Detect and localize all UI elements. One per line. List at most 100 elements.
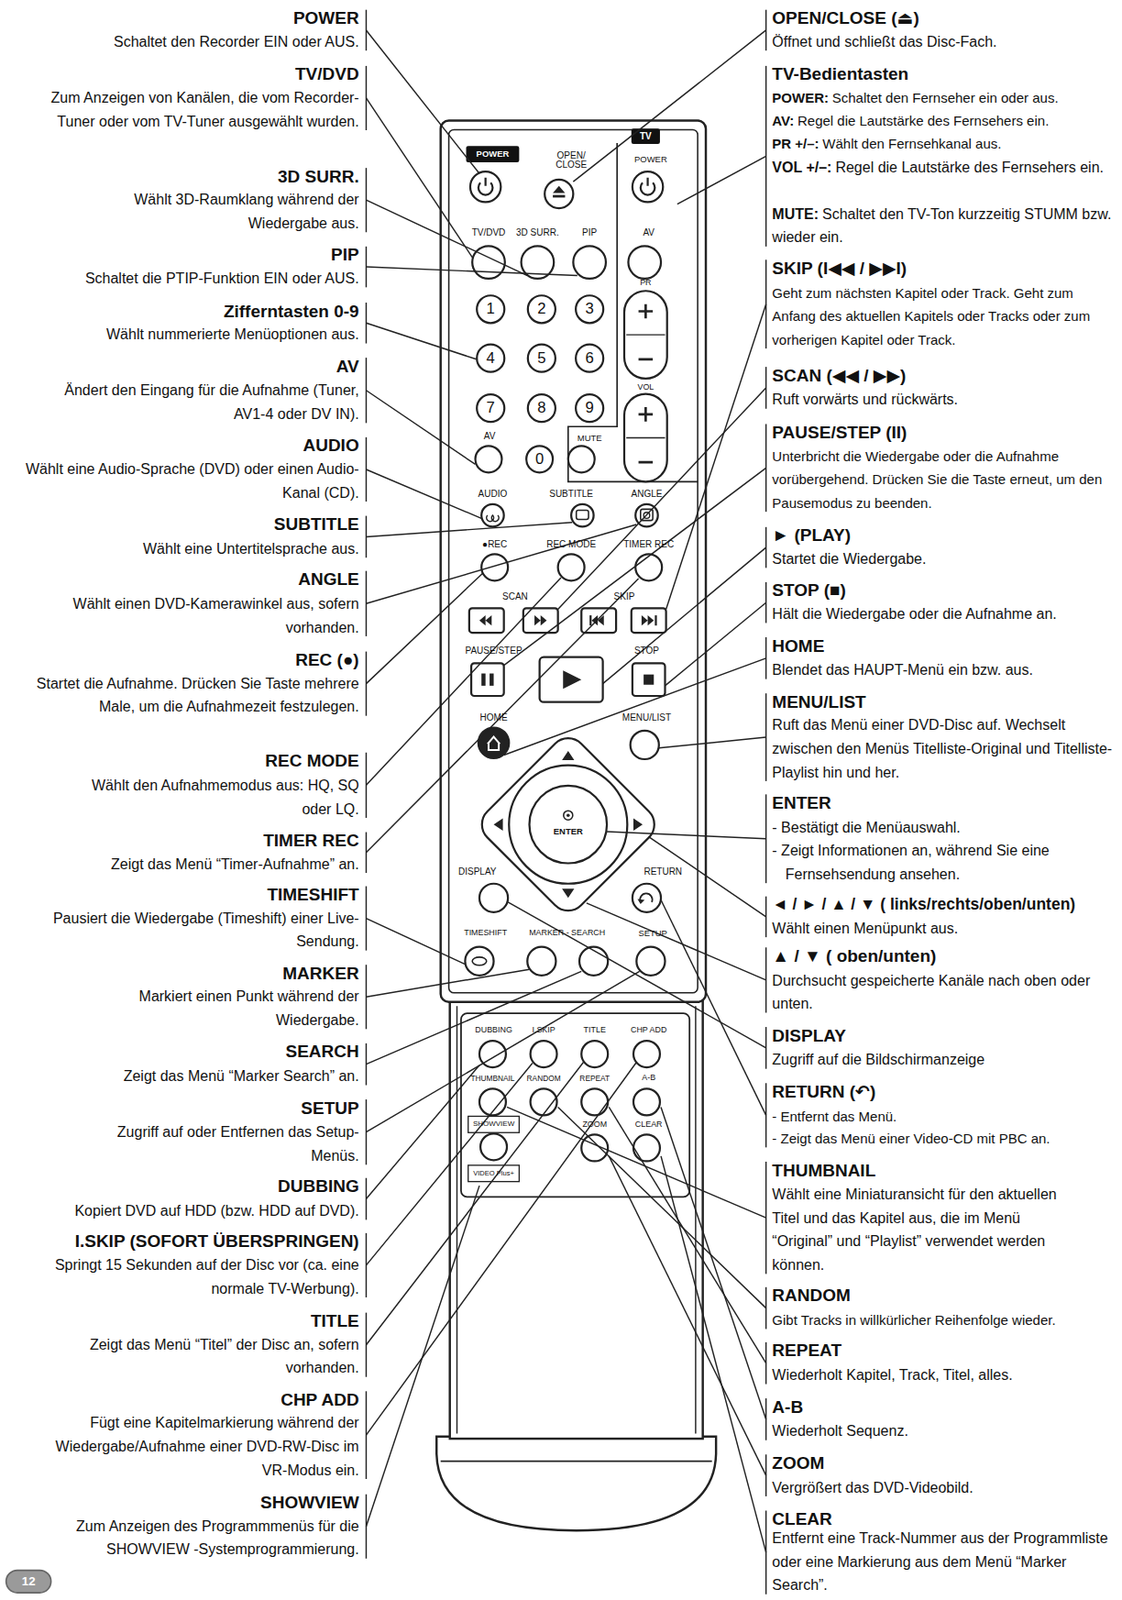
button-label: THUMBNAIL [470,1074,515,1083]
button-label: 2 [537,300,546,318]
leader-line [608,1106,766,1363]
button-label: A-B [641,1073,656,1082]
function-name: I.SKIP (SOFORT ÜBERSPRINGEN) [75,1229,360,1254]
function-description: Wählt den Aufnahmemodus aus: HQ, SQ oder… [68,773,360,821]
button-label: RANDOM [527,1074,561,1083]
rect-buttons [581,607,616,633]
leader-line [649,836,767,917]
button-label: PR [639,279,651,288]
tv-key-description: Schaltet den TV-Ton kurzzeitig STUMM bzw… [771,206,1111,246]
button-label: CLEAR [635,1121,663,1130]
function-description: Vergrößert das DVD-Videobild. [771,1475,1117,1500]
button-label: VIDEO Plus+ [473,1169,515,1177]
function-name: DUBBING [277,1174,360,1199]
button-icons [637,898,645,904]
function-name: POWER [293,6,360,31]
function-name: STOP (■) [771,578,1117,603]
function-description: Zum Anzeigen von Kanälen, die vom Record… [43,86,360,133]
function-name: SKIP (I◀◀ / ▶▶I) [771,256,1117,281]
remote-body [457,1005,696,1433]
leader-line [365,970,582,1064]
leader-line [572,30,766,182]
button-label: MUTE [577,434,603,444]
button-label: 1 [486,300,495,318]
button-label: REC MODE [546,539,596,550]
button-label: MARKER - SEARCH [528,928,605,937]
tv-key-line: AV:Regel die Lautstärke des Fernsehers e… [771,109,1117,133]
function-description: Ruft das Menü einer DVD-Disc auf. Wechse… [771,713,1117,784]
leader-line [606,831,767,839]
function-name: PIP [330,242,360,267]
function-description: Gibt Tracks in willkürlicher Reihenfolge… [771,1308,1117,1332]
round-buttons [544,179,573,209]
leader-line [666,304,767,610]
round-buttons [581,1040,608,1067]
function-name: A-B [771,1395,1117,1419]
button-label: 7 [486,399,495,417]
leader-line [608,1155,766,1475]
function-description: Wählt eine Audio-Sprache (DVD) oder eine… [24,457,360,505]
round-buttons [479,883,508,913]
function-description: Zeigt das Menü “Timer-Aufnahme” an. [22,852,360,877]
round-buttons [528,394,556,422]
leader-line [365,968,529,997]
button-label: SETUP [638,928,667,938]
button-icons [589,615,592,626]
navigation-pad [529,785,608,864]
round-buttons [481,553,508,581]
tv-key-name: VOL +/–: [771,159,832,176]
function-description: Blendet das HAUPT-Menü ein bzw. aus. [771,658,1117,682]
button-label: SCAN [502,592,528,603]
function-description: - Zeigt Informationen an, während Sie ei… [771,838,1117,886]
button-icons [479,615,492,626]
function-name: TIMER REC [263,828,360,853]
button-icons [534,615,547,626]
function-name: TIMESHIFT [266,882,359,907]
tv-key-description: Wählt den Fernsehkanal aus. [822,135,1001,152]
rect-buttons [539,657,604,703]
leader-line [504,658,767,756]
function-name: TV/DVD [295,62,360,87]
tv-key-name: POWER: [771,89,829,106]
function-name: HOME [771,634,1117,659]
function-description: Wählt nummerierte Menüoptionen aus. [16,322,360,347]
function-description: Geht zum nächsten Kapitel oder Track. Ge… [771,281,1117,352]
function-name: OPEN/CLOSE (⏏) [771,6,1117,31]
leader-line [659,737,767,748]
home-icon [487,737,500,750]
tv-key-description: Schaltet den Fernseher ein oder aus. [832,89,1059,106]
round-buttons [630,730,660,759]
button-label: RETURN [643,867,682,878]
round-buttons [558,553,585,581]
leader-line [558,387,767,609]
leader-line [365,1061,583,1344]
button-label: CHP ADD [630,1025,667,1034]
round-buttons [527,946,556,976]
button-label: POWER [476,149,510,159]
round-buttons [528,295,556,323]
function-description: Zugriff auf die Bildschirmanzeige [771,1047,1117,1072]
leader-line [365,469,482,518]
function-name: AV [336,354,360,379]
function-description: Hält die Wiedergabe oder die Aufnahme an… [771,602,1117,627]
function-description: Ruft vorwärts und rückwärts. [771,387,1117,412]
function-name: ENTER [771,791,1117,815]
round-buttons [635,553,662,581]
button-icons [576,509,589,519]
button-label: 8 [537,399,546,417]
button-label: ●REC [482,539,507,550]
function-name: MENU/LIST [771,690,1117,715]
function-description: Wählt eine Untertitelsprache aus. [63,537,360,561]
function-name: CLEAR [771,1507,1117,1531]
button-label: ANGLE [631,488,663,499]
button-label: 3D SURR. [516,227,560,238]
tv-key-name: MUTE: [771,206,819,222]
button-icons [643,674,654,685]
tv-group-outline [568,143,698,482]
label-tabs [466,145,520,163]
label-tabs [468,1115,520,1133]
round-buttons [476,344,505,373]
button-label: 3 [585,300,594,318]
function-name: ZOOM [771,1451,1117,1475]
